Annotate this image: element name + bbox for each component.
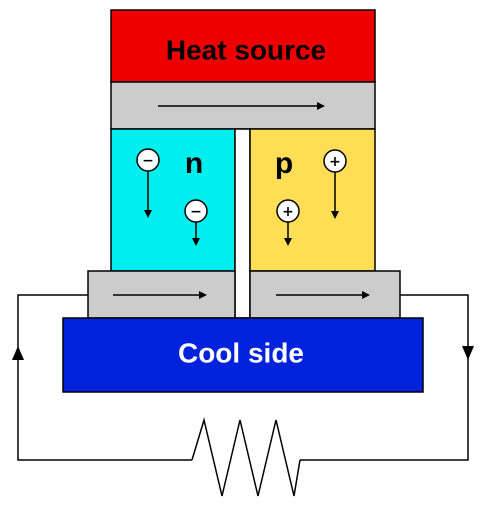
circuit-wire — [17, 294, 469, 461]
resistor-icon — [191, 417, 301, 497]
current-arrow-right — [462, 346, 474, 360]
current-arrow-left — [12, 346, 24, 360]
cool-side-label: Cool side — [178, 337, 304, 368]
p-type-leg — [249, 128, 376, 272]
p-type-label: p — [275, 147, 293, 180]
svg-text:+: + — [329, 154, 341, 170]
hole-carrier-1: + — [323, 149, 347, 219]
heat-source-label: Heat source — [166, 34, 326, 65]
electron-carrier-2: − — [184, 199, 208, 246]
svg-text:−: − — [142, 153, 154, 169]
n-type-label: n — [185, 147, 203, 180]
svg-text:−: − — [190, 204, 202, 220]
leg-gap — [234, 128, 251, 319]
n-type-leg — [110, 128, 236, 272]
hole-carrier-2: + — [276, 199, 300, 246]
electron-carrier-1: − — [136, 148, 160, 218]
cool-side-block — [62, 317, 424, 393]
heat-source-block — [110, 9, 376, 83]
svg-text:+: + — [282, 204, 294, 220]
